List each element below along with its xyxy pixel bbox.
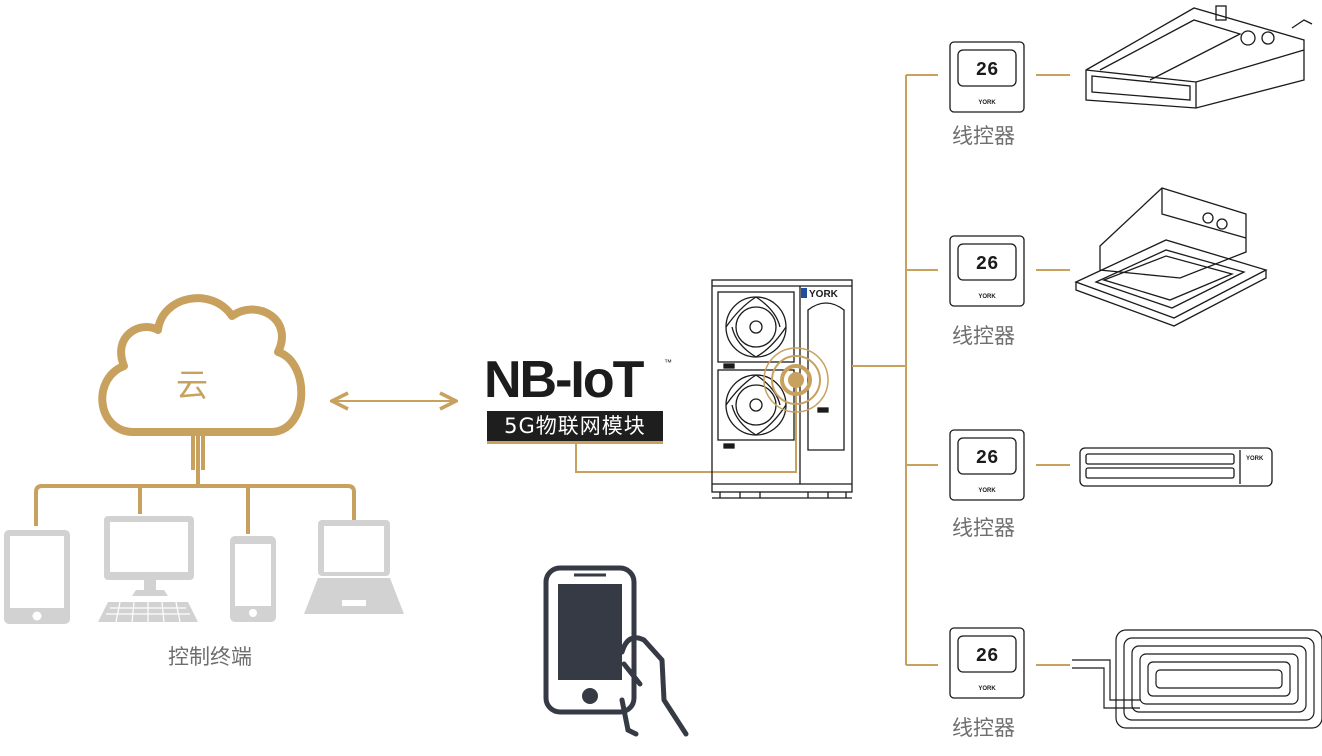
outdoor-unit-logo-mark	[801, 288, 807, 298]
outdoor-unit-icon	[711, 279, 853, 499]
cloud-label: 云	[176, 366, 209, 404]
controller-4-label: 线控器	[952, 716, 1015, 740]
module-subtitle: 5G物联网模块	[487, 411, 663, 444]
cloud-icon	[98, 294, 306, 436]
wall-unit-brand: YORK	[1246, 456, 1264, 462]
wall-unit-icon	[1079, 447, 1273, 487]
signal-icon	[763, 347, 829, 413]
wire-controller-2: 26 YORK	[949, 235, 1025, 307]
controller-2-brand: YORK	[978, 294, 996, 300]
controller-2-label: 线控器	[952, 324, 1015, 348]
floor-heating-coil-icon	[1072, 629, 1322, 729]
controller-4-display: 26	[976, 645, 999, 667]
phone-icon	[230, 536, 276, 622]
hand-phone-icon	[543, 565, 689, 737]
cassette-unit-icon	[1074, 187, 1268, 327]
wire-controller-1: 26 YORK	[949, 41, 1025, 113]
controller-3-brand: YORK	[978, 488, 996, 494]
ducted-unit-icon	[1085, 5, 1313, 109]
outdoor-unit-brand: YORK	[809, 289, 839, 300]
control-terminals-label: 控制终端	[168, 645, 252, 669]
controller-3-display: 26	[976, 447, 999, 469]
controller-3-label: 线控器	[952, 516, 1015, 540]
controller-4-brand: YORK	[978, 686, 996, 692]
controller-1-label: 线控器	[952, 124, 1015, 148]
wire-controller-4: 26 YORK	[949, 627, 1025, 699]
controller-1-display: 26	[976, 59, 999, 81]
desktop-icon	[98, 516, 198, 623]
controller-bus-lines	[852, 74, 1070, 666]
tablet-icon	[4, 530, 70, 624]
controller-1-brand: YORK	[978, 100, 996, 106]
module-connector-line	[575, 380, 797, 473]
controller-2-display: 26	[976, 253, 999, 275]
terminal-connector-lines	[34, 432, 356, 534]
laptop-icon	[304, 520, 404, 614]
wire-controller-3: 26 YORK	[949, 429, 1025, 501]
nb-iot-trademark: ™	[664, 358, 672, 367]
nb-iot-logo: NB-IoT	[484, 351, 644, 409]
